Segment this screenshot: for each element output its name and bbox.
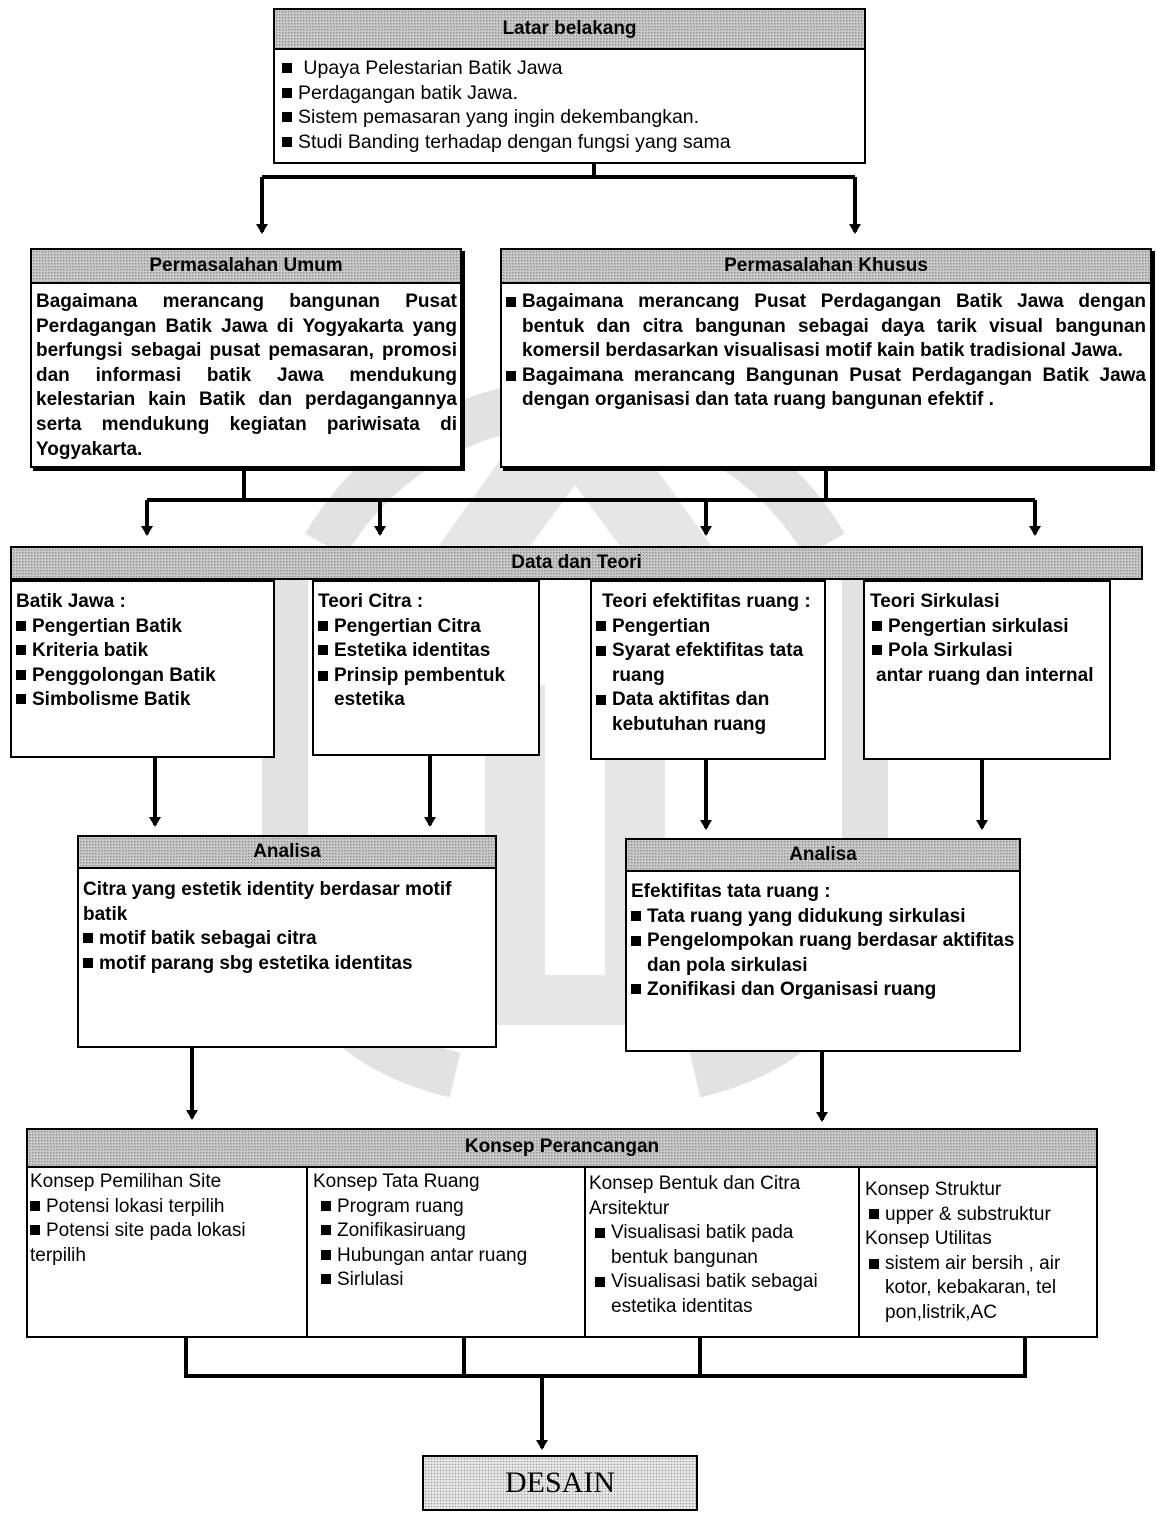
bullet-square-icon xyxy=(595,1277,605,1288)
bullet-square-icon xyxy=(872,620,882,631)
permasalahan-umum-box xyxy=(30,248,462,468)
bullet-square-icon xyxy=(872,645,882,656)
khusus-item: Bagaimana merancang Bangunan Pusat Perda… xyxy=(506,364,1146,413)
konsep-col-struktur-utilitas xyxy=(858,1166,1098,1338)
bullet-square-icon xyxy=(83,933,93,944)
data-col-sirkulasi xyxy=(863,580,1111,760)
latar-item: Sistem pemasaran yang ingin dekembangkan… xyxy=(282,105,862,130)
permasalahan-umum-title: Permasalahan Umum xyxy=(30,248,462,284)
bullet-square-icon xyxy=(30,1200,40,1211)
latar-item: Studi Banding terhadap dengan fungsi yan… xyxy=(282,130,862,155)
data-col-efektifitas xyxy=(590,580,826,760)
permasalahan-khusus-title: Permasalahan Khusus xyxy=(500,248,1152,284)
bullet-square-icon xyxy=(318,620,328,631)
desain-box: DESAIN xyxy=(422,1455,698,1511)
bullet-square-icon xyxy=(631,910,641,921)
bullet-square-icon xyxy=(16,620,26,631)
bullet-square-icon xyxy=(16,669,26,680)
bullet-square-icon xyxy=(321,1249,331,1260)
bullet-square-icon xyxy=(282,63,292,73)
latar-item: Perdagangan batik Jawa. xyxy=(282,81,862,106)
desain-label: DESAIN xyxy=(505,1466,615,1499)
bullet-square-icon xyxy=(83,957,93,968)
khusus-item: Bagaimana merancang Pusat Perdagangan Ba… xyxy=(506,290,1146,364)
permasalahan-khusus-list: Bagaimana merancang Pusat Perdagangan Ba… xyxy=(506,290,1146,413)
data-col-batik-jawa-text: Batik Jawa : Pengertian Batik Kriteria b… xyxy=(16,590,271,713)
latar-item: Upaya Pelestarian Batik Jawa xyxy=(282,56,862,81)
bullet-square-icon xyxy=(596,695,606,706)
bullet-square-icon xyxy=(282,136,292,147)
analisa-kanan-text: Efektifitas tata ruang : Tata ruang yang… xyxy=(631,881,1015,1001)
konsep-col-struktur-utilitas-text: Konsep Struktur upper & substruktur Kons… xyxy=(865,1179,1061,1323)
latar-belakang-title-text: Latar belakang xyxy=(502,18,637,39)
col-heading: Batik Jawa : xyxy=(16,591,126,612)
col-heading: Teori efektifitas ruang : xyxy=(602,591,811,612)
analisa-kiri-text: Citra yang estetik identity berdasar mot… xyxy=(83,879,452,974)
analisa-kiri-title: Analisa xyxy=(77,835,497,869)
analisa-kanan-box xyxy=(625,838,1021,1052)
latar-belakang-list: Upaya Pelestarian Batik Jawa Perdagangan… xyxy=(282,56,862,154)
data-col-teori-citra xyxy=(312,580,540,756)
permasalahan-khusus-box xyxy=(500,248,1152,468)
bullet-square-icon xyxy=(16,694,26,705)
bullet-square-icon xyxy=(506,370,516,381)
konsep-col-bentuk-citra xyxy=(584,1166,860,1338)
konsep-col-bentuk-citra-text: Konsep Bentuk dan Citra Arsitektur Visua… xyxy=(589,1173,818,1317)
konsep-col-tata-ruang-text: Konsep Tata Ruang Program ruang Zonifika… xyxy=(313,1171,528,1291)
bullet-square-icon xyxy=(506,297,516,307)
bullet-square-icon xyxy=(631,984,641,995)
bullet-square-icon xyxy=(321,1225,331,1236)
data-col-batik-jawa xyxy=(10,580,275,758)
data-col-efektifitas-text: Teori efektifitas ruang : Pengertian Sya… xyxy=(596,590,822,738)
data-col-teori-citra-text: Teori Citra : Pengertian Citra Estetika … xyxy=(318,590,536,713)
bullet-square-icon xyxy=(321,1274,331,1285)
permasalahan-umum-text: Bagaimana merancang bangunan Pusat Perda… xyxy=(36,291,457,460)
konsep-col-tata-ruang xyxy=(306,1166,586,1338)
bullet-square-icon xyxy=(318,670,328,681)
col-heading: Teori Citra : xyxy=(318,591,424,612)
bullet-square-icon xyxy=(321,1200,331,1211)
bullet-square-icon xyxy=(631,936,641,947)
analisa-kanan-title: Analisa xyxy=(625,838,1021,872)
latar-belakang-title: Latar belakang xyxy=(273,8,866,50)
konsep-col-site-text: Konsep Pemilihan Site Potensi lokasi ter… xyxy=(30,1171,246,1266)
konsep-col-site xyxy=(26,1166,308,1338)
analisa-kiri-box xyxy=(77,835,497,1048)
data-col-sirkulasi-text: Teori Sirkulasi Pengertian sirkulasi Pol… xyxy=(870,590,1110,688)
bullet-square-icon xyxy=(16,645,26,656)
bullet-square-icon xyxy=(282,112,292,123)
bullet-square-icon xyxy=(30,1225,40,1236)
bullet-square-icon xyxy=(318,645,328,656)
konsep-perancangan-title: Konsep Perancangan xyxy=(26,1128,1098,1168)
bullet-square-icon xyxy=(869,1258,879,1269)
bullet-square-icon xyxy=(595,1228,605,1239)
col-heading: Teori Sirkulasi xyxy=(870,591,1000,612)
bullet-square-icon xyxy=(596,620,606,631)
bullet-square-icon xyxy=(596,646,606,657)
bullet-square-icon xyxy=(282,87,292,98)
data-teori-title: Data dan Teori xyxy=(10,546,1143,580)
bullet-square-icon xyxy=(869,1208,879,1219)
